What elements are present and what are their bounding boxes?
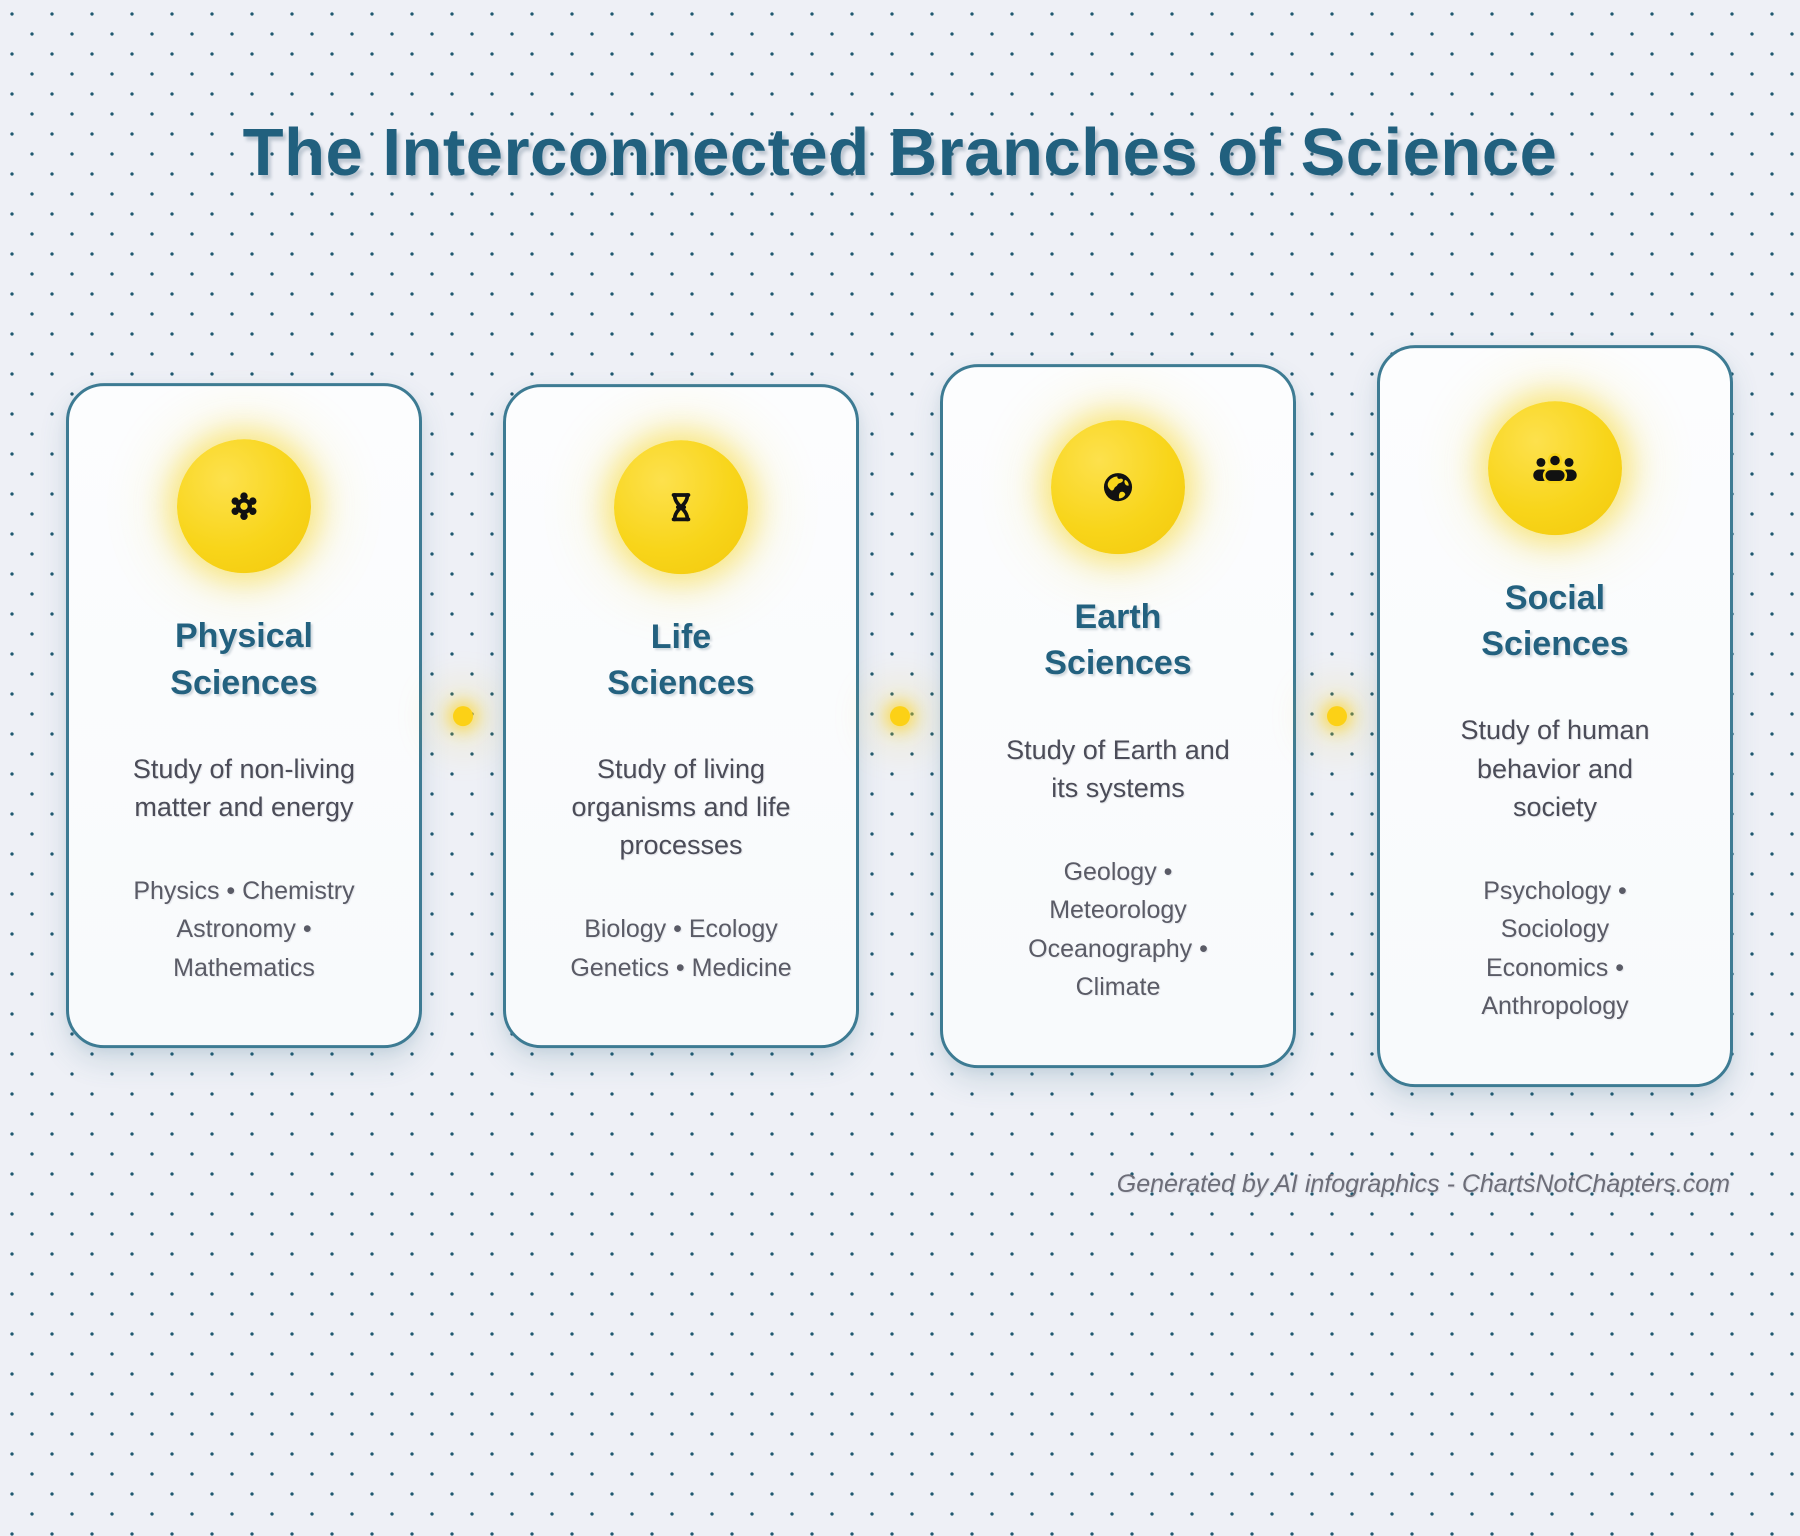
dna-icon: [671, 492, 691, 521]
card-physical-sciences: Physical Sciences Study of non-living ma…: [66, 383, 422, 1049]
icon-circle: [1051, 420, 1185, 555]
card-title: Earth Sciences: [1044, 598, 1192, 683]
icon-circle: [614, 439, 748, 574]
connector: [422, 706, 503, 726]
connector-dot: [1326, 706, 1347, 726]
card-description: Study of human behavior and society: [1460, 715, 1650, 822]
icon-circle: [177, 439, 311, 574]
globe-icon: [1103, 473, 1133, 502]
connector-dot: [889, 706, 910, 726]
card-fields: Biology • Ecology Genetics • Medicine: [570, 915, 792, 982]
card-life-sciences: Life Sciences Study of living organisms …: [503, 383, 859, 1049]
connector: [1296, 706, 1377, 726]
people-icon: [1533, 453, 1577, 484]
atom-icon: [231, 492, 257, 521]
science-cards-row: Physical Sciences Study of non-living ma…: [66, 345, 1733, 1087]
footer-credit: Generated by AI infographics - ChartsNot…: [1116, 1170, 1730, 1198]
card-title: Life Sciences: [607, 617, 755, 702]
card-description: Study of non-living matter and energy: [132, 753, 356, 822]
card-title: Physical Sciences: [170, 617, 318, 702]
card-fields: Geology • Meteorology Oceanography • Cli…: [1028, 857, 1208, 1002]
card-earth-sciences: Earth Sciences Study of Earth and its sy…: [940, 364, 1296, 1068]
connector: [859, 706, 940, 726]
card-title: Social Sciences: [1481, 579, 1629, 664]
icon-circle: [1488, 401, 1622, 536]
card-description: Study of Earth and its systems: [1006, 734, 1230, 803]
card-social-sciences: Social Sciences Study of human behavior …: [1377, 345, 1733, 1087]
connector-dot: [452, 706, 473, 726]
card-fields: Psychology • Sociology Economics • Anthr…: [1481, 876, 1629, 1021]
card-description: Study of living organisms and life proce…: [571, 754, 791, 861]
page-title: The Interconnected Branches of Science: [242, 115, 1558, 190]
card-fields: Physics • Chemistry Astronomy • Mathemat…: [133, 877, 355, 983]
